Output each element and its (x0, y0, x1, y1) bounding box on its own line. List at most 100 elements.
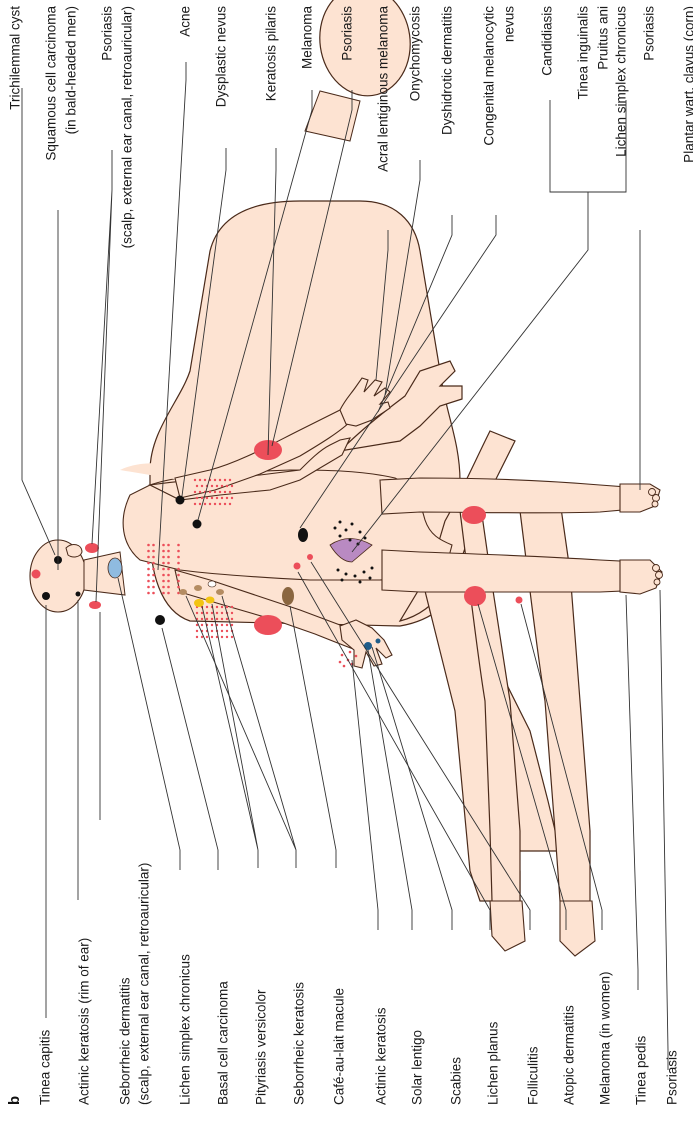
kp-dots-top-8 (201, 497, 203, 499)
leader-pityriasis (202, 604, 258, 868)
acne-dot-7 (147, 586, 150, 589)
kp-dots-top-21 (216, 485, 218, 487)
right-label-5: Acne (178, 6, 193, 37)
psoriasis-elbow-bottom (254, 615, 282, 635)
left-label-16: Tinea pedis (634, 1035, 649, 1105)
kp-dots-bottom-43 (231, 612, 233, 614)
acne-dot-30 (167, 562, 170, 565)
acne-dot-37 (177, 550, 180, 553)
head (313, 0, 417, 102)
kp-dots-top-30 (224, 479, 226, 481)
acne-dot-2 (147, 556, 150, 559)
scabies-dot-12 (363, 571, 366, 574)
acne-dot-8 (147, 592, 150, 595)
kp-dots-top-23 (216, 497, 218, 499)
acne-dot-41 (177, 574, 180, 577)
seb-keratosis-2 (216, 589, 224, 595)
acne-dot-3 (147, 562, 150, 565)
acne-dot-33 (167, 580, 170, 583)
tinea-capitis-spot (42, 592, 50, 600)
acne-dot-10 (152, 550, 155, 553)
kp-dots-top-24 (214, 503, 216, 505)
acne-dot-13 (152, 568, 155, 571)
kp-dots-bottom-40 (226, 630, 228, 632)
right-label-1: Squamous cell carcinoma (44, 6, 59, 161)
acne-dot-11 (152, 556, 155, 559)
kp-dots-top-0 (194, 479, 196, 481)
kp-dots-top-3 (196, 497, 198, 499)
acne-dot-26 (162, 592, 165, 595)
kp-dots-top-36 (231, 485, 233, 487)
actinic-hand-dot-6 (349, 651, 352, 654)
right-label-10: Acral lentiginous melanoma (376, 6, 391, 172)
kp-dots-bottom-19 (211, 612, 213, 614)
kp-dots-bottom-38 (226, 618, 228, 620)
left-label-0: Tinea capitis (38, 1029, 53, 1105)
acne-dot-16 (152, 586, 155, 589)
scabies-dot-3 (351, 523, 354, 526)
leader-tinea-pedis (626, 595, 638, 990)
acne-dot-4 (147, 568, 150, 571)
right-label-6: Dysplastic nevus (214, 6, 229, 108)
acne-dot-28 (167, 550, 170, 553)
scabies-dot-13 (371, 567, 374, 570)
kp-dots-top-33 (226, 497, 228, 499)
kp-dots-top-6 (201, 485, 203, 487)
leader-cafe (290, 606, 336, 868)
left-label-13: Folliculitis (526, 1046, 541, 1105)
folliculitis-spot (307, 554, 313, 560)
kp-dots-bottom-9 (201, 624, 203, 626)
right-label-9: Psoriasis (340, 6, 355, 61)
foot-left (490, 901, 525, 951)
kp-dots-bottom-25 (216, 612, 218, 614)
scabies-dot-2 (345, 529, 348, 532)
acne-dot-38 (177, 556, 180, 559)
kp-dots-top-26 (221, 485, 223, 487)
seb-keratosis-3 (179, 589, 187, 595)
kp-dots-bottom-30 (221, 606, 223, 608)
kp-dots-top-9 (199, 503, 201, 505)
right-label-4: (scalp, external ear canal, retroauricul… (120, 6, 135, 248)
solar-lentigo-spot-2 (376, 639, 381, 644)
scabies-dot-5 (349, 539, 352, 542)
kp-dots-top-4 (194, 503, 196, 505)
acne-dot-43 (177, 586, 180, 589)
psoriasis-scalp-patch (85, 543, 99, 553)
kp-dots-top-16 (211, 485, 213, 487)
left-label-14: Atopic dermatitis (562, 1005, 577, 1105)
left-label-6: Pityriasis versicolor (254, 989, 269, 1105)
melanoma-spot (193, 520, 202, 529)
kp-dots-bottom-39 (226, 624, 228, 626)
right-label-11: Onychomycosis (408, 6, 423, 102)
left-label-11: Scabies (449, 1057, 464, 1105)
right-label-0: Trichilemmal cyst (8, 6, 23, 110)
scabies-dot-0 (334, 527, 337, 530)
acne-dot-1 (147, 550, 150, 553)
scabies-dot-15 (359, 581, 362, 584)
kp-dots-bottom-1 (196, 612, 198, 614)
kp-dots-bottom-26 (216, 618, 218, 620)
kp-dots-top-39 (229, 503, 231, 505)
right-label-8: Melanoma (300, 6, 315, 70)
kp-dots-bottom-32 (221, 618, 223, 620)
acne-dot-22 (162, 568, 165, 571)
actinic-hand-dot-5 (339, 661, 342, 664)
kp-dots-top-1 (196, 485, 198, 487)
atopic-knee-bottom (464, 586, 486, 606)
kp-dots-bottom-7 (201, 612, 203, 614)
right-label-15: Candidiasis (540, 6, 555, 76)
left-label-4: Lichen simplex chronicus (178, 954, 193, 1105)
scabies-dot-9 (337, 569, 340, 572)
acne-dot-23 (162, 574, 165, 577)
right-label-14: nevus (502, 6, 517, 42)
acne-dot-39 (177, 562, 180, 565)
lichen-simplex-neck (108, 558, 122, 578)
kp-dots-bottom-21 (211, 624, 213, 626)
leader-actinic-hand (352, 660, 378, 930)
foot-right (560, 901, 595, 956)
right-label-20: Plantar wart, clavus (corn) (682, 6, 693, 163)
kp-dots-top-34 (224, 503, 226, 505)
kp-dots-top-27 (219, 491, 221, 493)
kp-dots-bottom-35 (221, 636, 223, 638)
right-label-18: Lichen simplex chronicus (614, 6, 629, 157)
